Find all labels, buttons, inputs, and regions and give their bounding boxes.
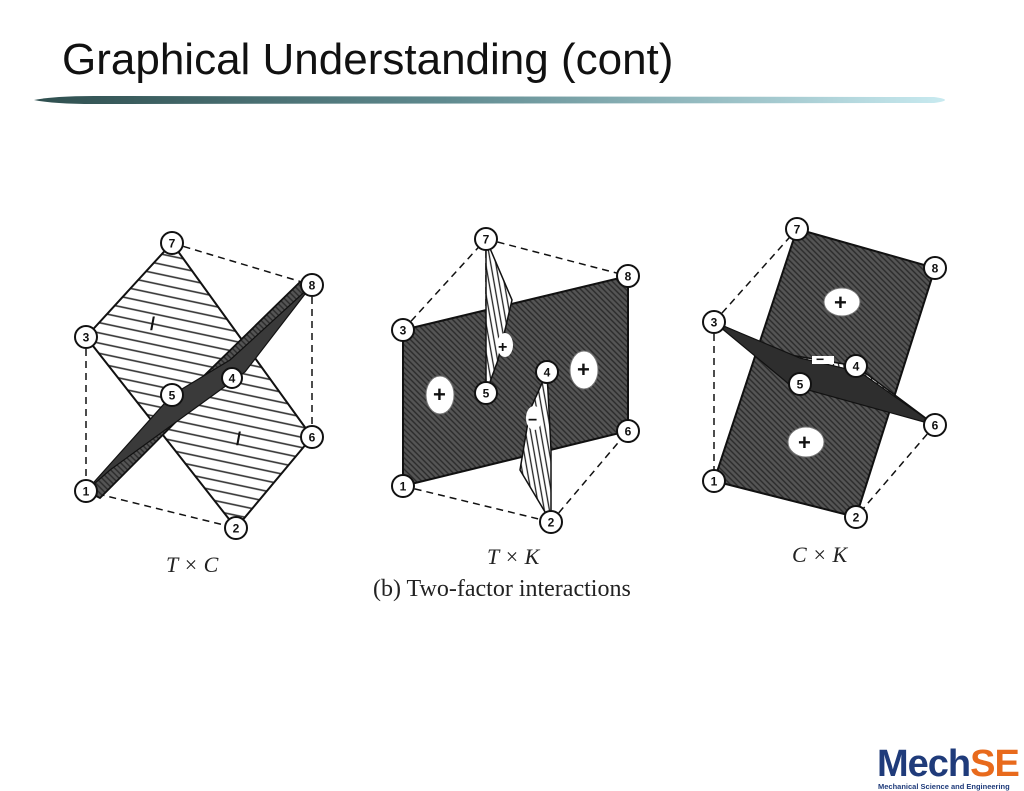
caption-t-x-c: T × C <box>166 552 219 577</box>
svg-text:3: 3 <box>400 324 407 338</box>
node-3: 3 <box>391 318 415 342</box>
node-4: 4 <box>221 367 243 389</box>
node-8: 8 <box>300 273 324 297</box>
plus-sign: + <box>433 382 446 407</box>
svg-text:4: 4 <box>544 366 551 380</box>
node-6: 6 <box>300 425 324 449</box>
node-5: 5 <box>474 381 498 405</box>
svg-text:8: 8 <box>309 279 316 293</box>
caption-c-x-k: C × K <box>792 542 848 567</box>
svg-text:2: 2 <box>548 516 555 530</box>
node-3: 3 <box>702 310 726 334</box>
svg-text:4: 4 <box>229 372 236 386</box>
plus-sign: + <box>798 430 811 455</box>
node-2: 2 <box>844 505 868 529</box>
node-5: 5 <box>788 372 812 396</box>
minus-sign: − <box>528 412 537 429</box>
plus-region <box>787 426 825 458</box>
svg-text:1: 1 <box>83 485 90 499</box>
minus-sign: / <box>150 314 155 334</box>
node-6: 6 <box>923 413 947 437</box>
node-3: 3 <box>74 325 98 349</box>
svg-text:3: 3 <box>83 331 90 345</box>
page-title: Graphical Understanding (cont) <box>62 35 674 84</box>
node-1: 1 <box>702 469 726 493</box>
caption-t-x-k: T × K <box>487 544 540 569</box>
node-7: 7 <box>474 227 498 251</box>
node-2: 2 <box>224 516 248 540</box>
logo-se: SE <box>970 743 1020 785</box>
node-2: 2 <box>539 510 563 534</box>
minus-region <box>526 406 542 430</box>
node-4: 4 <box>844 354 868 378</box>
svg-text:1: 1 <box>711 475 718 489</box>
plus-sign: + <box>498 339 507 356</box>
svg-text:5: 5 <box>797 378 804 392</box>
logo-wordmark: MechSE <box>877 743 1020 785</box>
plus-region <box>823 287 861 317</box>
minus-sign: − <box>816 351 824 367</box>
plus-sign: + <box>834 290 847 315</box>
node-5: 5 <box>160 383 184 407</box>
svg-text:1: 1 <box>400 480 407 494</box>
node-1: 1 <box>74 479 98 503</box>
figure-subcaption: (b) Two-factor interactions <box>373 576 631 602</box>
minus-region <box>812 356 834 364</box>
node-6: 6 <box>616 419 640 443</box>
hatched-wedge <box>485 238 513 394</box>
node-8: 8 <box>923 256 947 280</box>
minus-sign: / <box>236 429 241 449</box>
panel-c-x-k: + + − 7 8 3 5 4 6 1 2 <box>702 217 947 529</box>
svg-text:6: 6 <box>625 425 632 439</box>
svg-text:6: 6 <box>932 419 939 433</box>
svg-text:4: 4 <box>853 360 860 374</box>
panel-t-x-k: + + + − 7 8 3 5 4 6 1 2 <box>391 227 640 534</box>
svg-text:6: 6 <box>309 431 316 445</box>
svg-text:7: 7 <box>483 233 490 247</box>
logo-subtitle: Mechanical Science and Engineering <box>878 782 1010 791</box>
svg-text:7: 7 <box>169 237 176 251</box>
title-underline <box>34 96 945 104</box>
node-1: 1 <box>391 474 415 498</box>
plus-region <box>425 375 455 415</box>
panel-t-x-c: / / 7 8 3 5 4 6 1 2 <box>74 231 324 540</box>
svg-text:3: 3 <box>711 316 718 330</box>
svg-text:5: 5 <box>169 389 176 403</box>
mechse-logo: MechSE Mechanical Science and Engineerin… <box>877 743 1020 791</box>
node-8: 8 <box>616 264 640 288</box>
node-7: 7 <box>785 217 809 241</box>
node-7: 7 <box>160 231 184 255</box>
svg-text:2: 2 <box>853 511 860 525</box>
plus-sign: + <box>577 357 590 382</box>
node-4: 4 <box>535 360 559 384</box>
svg-text:5: 5 <box>483 387 490 401</box>
svg-text:8: 8 <box>625 270 632 284</box>
svg-text:8: 8 <box>932 262 939 276</box>
svg-text:2: 2 <box>233 522 240 536</box>
svg-text:7: 7 <box>794 223 801 237</box>
plus-region <box>569 350 599 390</box>
minus-region <box>497 333 513 357</box>
logo-mech: Mech <box>877 743 971 785</box>
